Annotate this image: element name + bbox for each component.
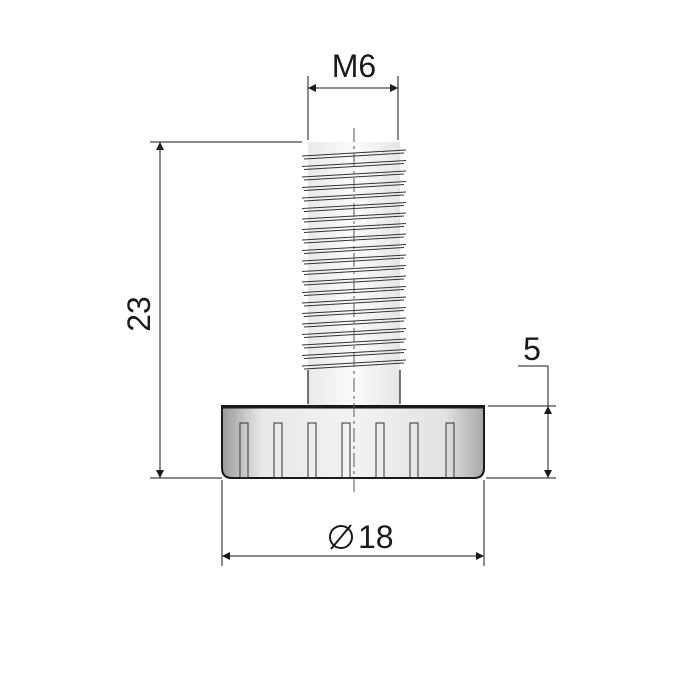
foot-rib xyxy=(273,422,283,479)
diameter-symbol xyxy=(329,524,353,550)
dimension-base-diameter: 18 xyxy=(221,480,485,566)
foot-rib xyxy=(409,422,419,479)
foot-rib xyxy=(307,422,317,479)
foot-rib xyxy=(239,422,249,479)
thread-size-label: M6 xyxy=(332,48,376,84)
foot-base xyxy=(221,405,485,479)
dimension-thread: M6 xyxy=(307,48,399,140)
total-height-label: 23 xyxy=(121,296,157,332)
dimension-base-height: 5 xyxy=(486,331,556,479)
base-height-label: 5 xyxy=(523,331,541,367)
foot-rib xyxy=(375,422,385,479)
foot-ribs xyxy=(239,422,455,479)
dimension-total-height: 23 xyxy=(121,141,302,479)
foot-rib xyxy=(445,422,455,479)
foot-rib xyxy=(341,422,351,479)
base-diameter-label: 18 xyxy=(358,519,394,555)
